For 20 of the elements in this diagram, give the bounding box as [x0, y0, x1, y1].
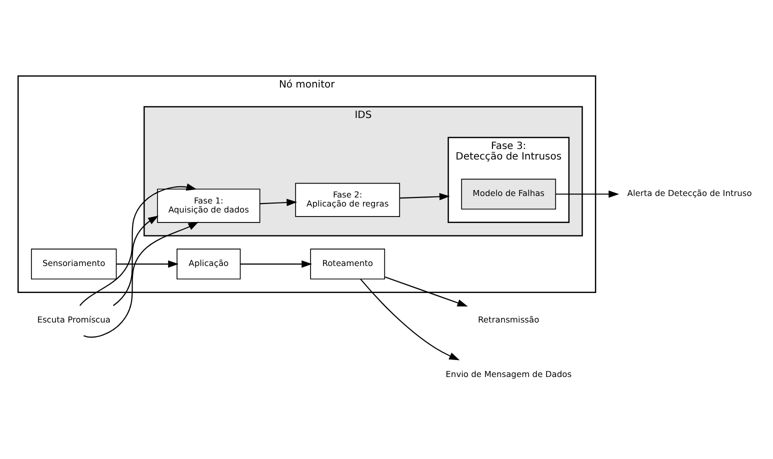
arrow [113, 216, 159, 306]
node-text: Envio de Mensagem de Dados [446, 368, 572, 379]
node-box: Fase 2: Aplicação de regras [295, 182, 400, 218]
arrow [384, 276, 468, 306]
arrow [260, 198, 298, 206]
node-text: Retransmissão [478, 314, 540, 325]
node-box: Aplicação [176, 248, 241, 280]
node-box: Fase 1: Aquisição de dados [157, 188, 260, 223]
arrow [360, 278, 460, 360]
node-text: Alerta de Detecção de Intruso [627, 188, 752, 198]
arrow [400, 192, 450, 200]
arrow [240, 260, 312, 268]
arrow [80, 183, 197, 306]
node-text: Escuta Promíscua [37, 314, 110, 325]
node-box: Modelo de Falhas [461, 178, 556, 210]
node-box: Roteamento [310, 248, 386, 280]
arrow [116, 260, 179, 268]
node-box: Sensoriamento [31, 248, 117, 280]
arrow [556, 190, 620, 198]
arrow [83, 222, 199, 338]
